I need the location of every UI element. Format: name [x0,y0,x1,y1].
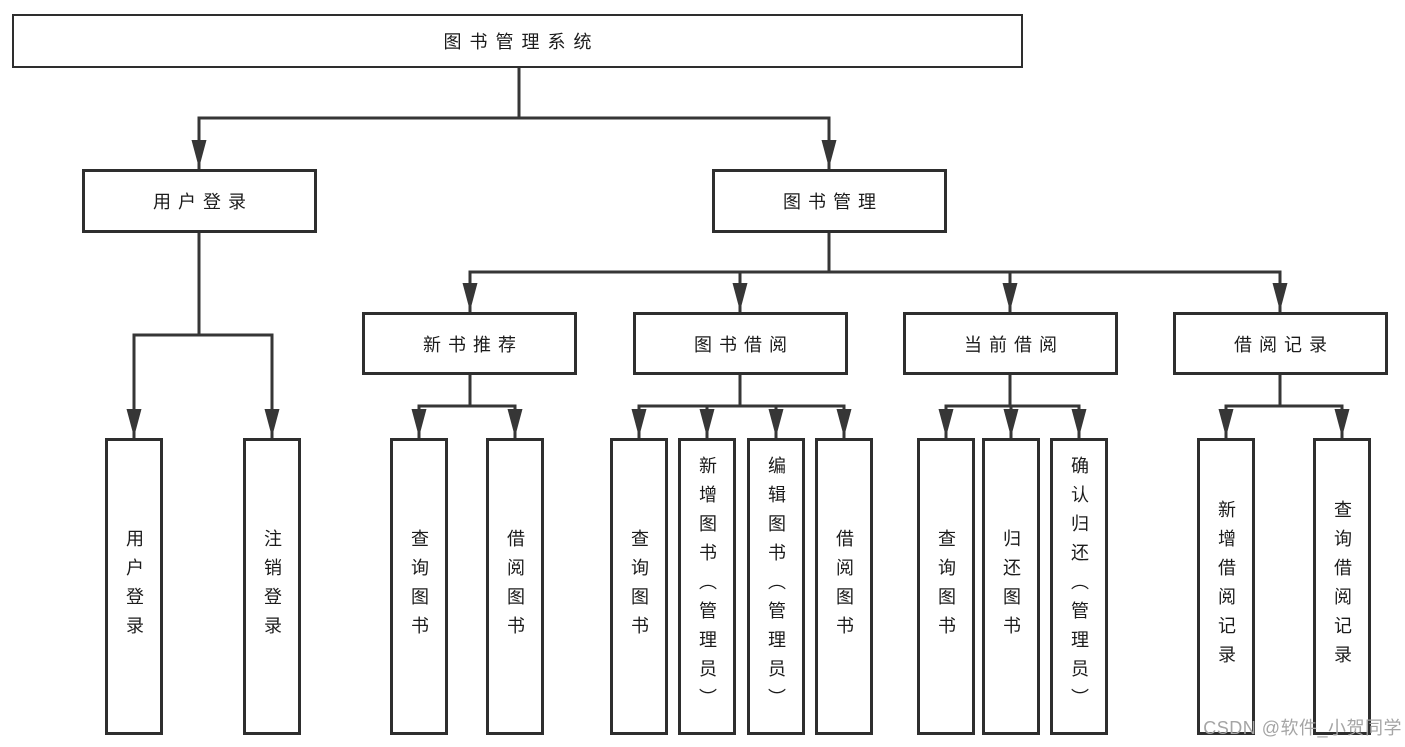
connector-recommend-group [417,373,517,408]
connector-records-group [1224,373,1344,408]
leaf-edit-books-admin: 编辑图书（管理员） [747,438,805,735]
leaf-return-books-label: 归还图书 [1001,528,1021,645]
node-current-borrowing: 当前借阅 [903,312,1118,375]
connector-current-group [944,373,1081,408]
node-book-management: 图书管理 [712,169,947,233]
connector-userlogin-group [132,231,274,337]
leaf-borrow-books-borrowing: 借阅图书 [815,438,873,735]
connector-bookmgmt-to-level3 [468,231,1282,274]
leaf-query-books-current: 查询图书 [917,438,975,735]
connector-root-to-level2 [197,66,831,120]
leaf-query-borrow-record-label: 查询借阅记录 [1332,499,1352,674]
leaf-query-books-borrowing: 查询图书 [610,438,668,735]
leaf-edit-books-admin-label: 编辑图书（管理员） [766,456,786,717]
node-user-login: 用户登录 [82,169,317,233]
leaf-borrow-books-borrowing-label: 借阅图书 [834,528,854,645]
leaf-borrow-books-recommend: 借阅图书 [486,438,544,735]
node-borrowing-records: 借阅记录 [1173,312,1388,375]
leaf-return-books: 归还图书 [982,438,1040,735]
leaf-user-login: 用户登录 [105,438,163,735]
leaf-query-books-recommend-label: 查询图书 [409,528,429,645]
leaf-borrow-books-recommend-label: 借阅图书 [505,528,525,645]
connector-borrowing-group [637,373,846,408]
leaf-query-books-recommend: 查询图书 [390,438,448,735]
node-library-system: 图书管理系统 [12,14,1023,68]
leaf-logout: 注销登录 [243,438,301,735]
leaf-add-books-admin: 新增图书（管理员） [678,438,736,735]
node-book-borrowing: 图书借阅 [633,312,848,375]
leaf-add-books-admin-label: 新增图书（管理员） [697,456,717,717]
leaf-confirm-return-admin: 确认归还（管理员） [1050,438,1108,735]
leaf-query-books-current-label: 查询图书 [936,528,956,645]
leaf-confirm-return-admin-label: 确认归还（管理员） [1069,456,1089,717]
leaf-query-borrow-record: 查询借阅记录 [1313,438,1371,735]
leaf-query-books-borrowing-label: 查询图书 [629,528,649,645]
leaf-logout-label: 注销登录 [262,528,282,645]
leaf-add-borrow-record-label: 新增借阅记录 [1216,499,1236,674]
leaf-user-login-label: 用户登录 [124,528,144,645]
node-new-book-recommendation: 新书推荐 [362,312,577,375]
leaf-add-borrow-record: 新增借阅记录 [1197,438,1255,735]
